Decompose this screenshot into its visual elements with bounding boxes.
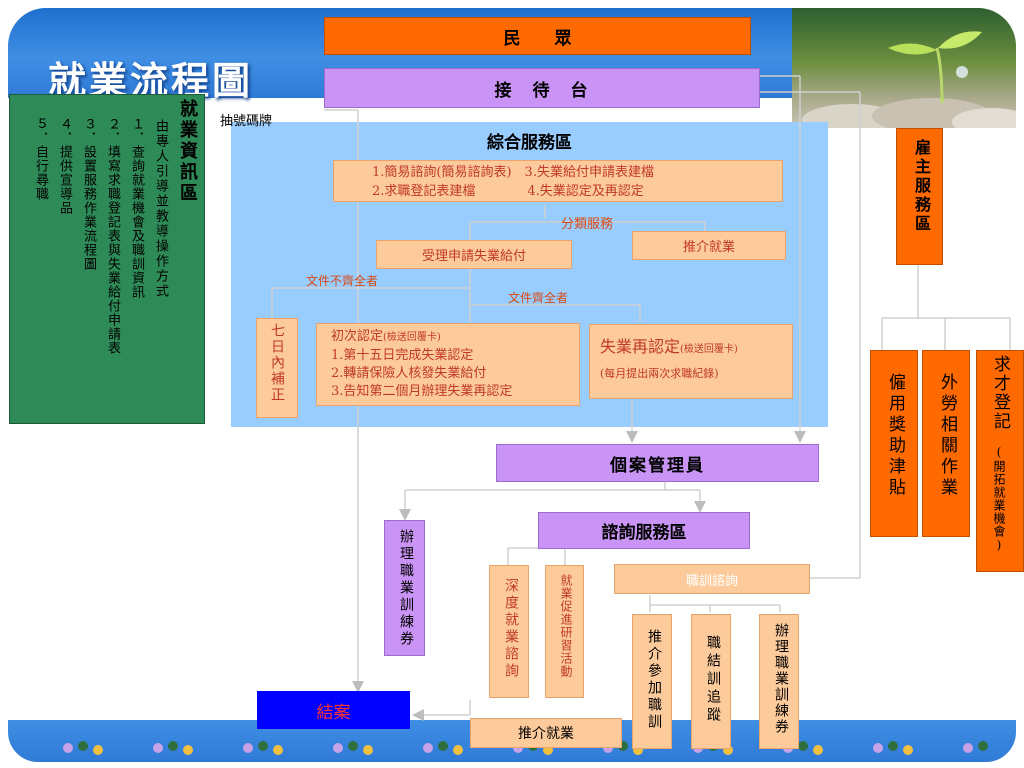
training-voucher-left-label: 辦理職業訓練券 — [398, 529, 414, 648]
service-list-line-2: 2.求職登記表建檔 4.失業認定及再認定 — [372, 184, 644, 199]
public-box: 民 眾 — [324, 17, 751, 55]
info-item-3: ３．設置服務作業流程圖 — [81, 117, 96, 271]
talent-note-label: (開拓就業機會) — [992, 445, 1006, 553]
info-intro: 由專人引導並教導操作方式 — [153, 119, 168, 299]
seven-days-box: 七日內補正 — [256, 318, 298, 418]
service-list-line-1: 1.簡易諮詢(簡易諮詢表) 3.失業給付申請表建檔 — [372, 165, 654, 180]
employer-area-box: 雇主服務區 — [896, 128, 943, 265]
consult-area-label: 諮詢服務區 — [601, 523, 687, 543]
service-list-box: 1.簡易諮詢(簡易諮詢表) 3.失業給付申請表建檔 2.求職登記表建檔 4.失業… — [333, 160, 783, 202]
talent-main-label: 求才登記 — [990, 355, 1010, 431]
talent-box: 求才登記 (開拓就業機會) — [976, 350, 1024, 572]
case-manager-label: 個案管理員 — [610, 455, 705, 476]
subsidy-label: 僱用獎助津貼 — [885, 373, 905, 499]
classify-label: 分類服務 — [561, 217, 614, 232]
recommend-job-label: 推介就業 — [682, 240, 735, 255]
sub-training-3-box: 辦理職業訓練券 — [759, 614, 799, 749]
consult-area-box: 諮詢服務區 — [538, 512, 750, 549]
case-manager-box: 個案管理員 — [496, 444, 819, 482]
sub-training-2-label: 職結訓追蹤 — [705, 635, 721, 725]
subsidy-box: 僱用獎助津貼 — [870, 350, 918, 537]
reception-label: 接 待 台 — [494, 80, 590, 101]
first-cert-line-1: 1.第十五日完成失業認定 — [331, 348, 474, 363]
deep-consult-label: 深度就業諮詢 — [503, 578, 519, 680]
vocational-consult-box: 職訓諮詢 — [614, 564, 810, 594]
foreign-labor-box: 外勞相關作業 — [922, 350, 970, 537]
close-case-label: 結案 — [316, 702, 351, 723]
info-item-4: ４．提供宣導品 — [57, 117, 72, 215]
service-area-heading: 綜合服務區 — [487, 133, 572, 153]
first-cert-box: 初次認定(檢送回覆卡) 1.第十五日完成失業認定 2.轉請保險人核發失業給付 3… — [316, 323, 580, 406]
info-item-1: １．查詢就業機會及職訓資訊 — [129, 117, 144, 299]
docs-complete-label: 文件齊全者 — [508, 291, 569, 305]
close-case-box: 結案 — [257, 691, 410, 729]
promotion-workshop-label: 就業促進研習活動 — [559, 574, 573, 678]
seedling-icon — [802, 31, 1016, 128]
docs-incomplete-label: 文件不齊全者 — [306, 274, 379, 288]
seedling-photo — [792, 8, 1016, 128]
recommend-job-bottom-box: 推介就業 — [470, 718, 622, 748]
info-area-heading: 就業資訊區 — [177, 99, 198, 204]
info-item-2: ２．填寫求職登記表與失業給付申請表 — [105, 117, 120, 355]
vocational-consult-label: 職訓諮詢 — [685, 573, 738, 589]
accept-benefit-box: 受理申請失業給付 — [376, 240, 572, 269]
sub-training-1-box: 推介參加職訓 — [632, 614, 672, 749]
re-cert-box: 失業再認定(檢送回覆卡) (每月提出兩次求職紀錄) — [589, 324, 793, 399]
sub-training-2-box: 職結訓追蹤 — [691, 614, 731, 749]
info-item-5: ５．自行尋職 — [33, 117, 48, 201]
first-cert-title: 初次認定 — [331, 329, 384, 344]
accept-benefit-label: 受理申請失業給付 — [421, 249, 526, 264]
recommend-job-box: 推介就業 — [632, 231, 786, 260]
deep-consult-box: 深度就業諮詢 — [489, 565, 529, 698]
training-voucher-left-box: 辦理職業訓練券 — [384, 520, 425, 656]
seven-days-label: 七日內補正 — [269, 323, 285, 403]
recommend-job-bottom-label: 推介就業 — [518, 726, 574, 742]
employer-area-heading: 雇主服務區 — [912, 139, 931, 234]
sub-training-3-label: 辦理職業訓練券 — [773, 623, 789, 735]
public-label: 民 眾 — [503, 28, 572, 49]
first-cert-line-3: 3.告知第二個月辦理失業再認定 — [331, 384, 513, 399]
ticket-label: 抽號碼牌 — [220, 114, 273, 129]
info-area: 就業資訊區 由專人引導並教導操作方式 １．查詢就業機會及職訓資訊 ２．填寫求職登… — [9, 94, 205, 424]
sub-training-1-label: 推介參加職訓 — [646, 629, 662, 731]
reception-box: 接 待 台 — [324, 68, 760, 108]
first-cert-note: (檢送回覆卡) — [383, 332, 441, 343]
re-cert-note: (檢送回覆卡) — [680, 344, 738, 355]
re-cert-title: 失業再認定 — [600, 337, 681, 356]
foreign-labor-label: 外勞相關作業 — [937, 373, 957, 499]
promotion-workshop-box: 就業促進研習活動 — [545, 565, 584, 698]
first-cert-line-2: 2.轉請保險人核發失業給付 — [331, 366, 487, 381]
re-cert-sub: (每月提出兩次求職紀錄) — [600, 367, 719, 380]
